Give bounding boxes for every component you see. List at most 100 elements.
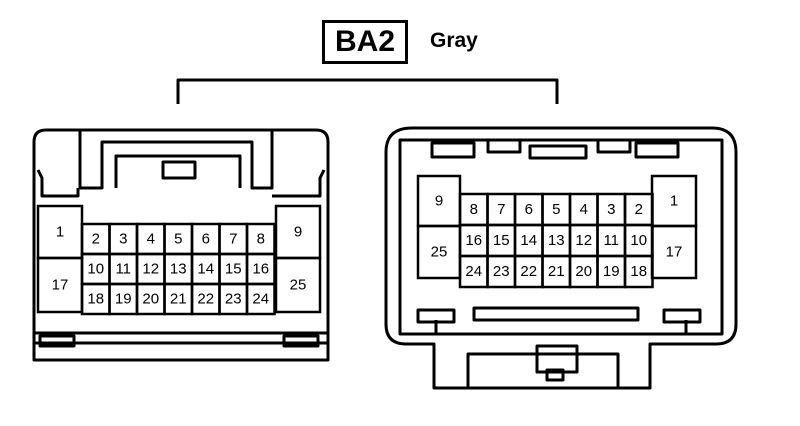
right-pin-13-label: 13 — [548, 232, 565, 249]
right-pin-23-label: 23 — [493, 263, 510, 280]
left-pin-13-label: 13 — [170, 261, 187, 278]
left-pin-16-label: 16 — [252, 261, 269, 278]
left-pin-1-label: 1 — [56, 224, 64, 241]
left-pin-11: 11 — [108, 252, 139, 286]
left-pin-18-label: 18 — [87, 291, 104, 308]
right-pin-8-label: 8 — [470, 201, 478, 218]
left-pin-21-label: 21 — [170, 291, 187, 308]
right-pin-15: 15 — [486, 223, 517, 258]
right-pin-14-label: 14 — [520, 232, 537, 249]
left-pin-23-label: 23 — [225, 291, 242, 308]
left-pin-7-label: 7 — [229, 231, 237, 248]
right-pin-5-label: 5 — [552, 201, 560, 218]
right-pin-1-label: 1 — [670, 193, 678, 210]
left-pin-3: 3 — [108, 222, 139, 256]
left-pin-22-label: 22 — [197, 291, 214, 308]
left-pin-14-label: 14 — [197, 261, 214, 278]
left-pin-18: 18 — [80, 282, 111, 316]
right-pin-1: 1 — [650, 174, 698, 228]
left-pin-25-label: 25 — [290, 277, 307, 294]
left-pin-1: 1 — [36, 204, 84, 260]
right-pin-11-label: 11 — [603, 232, 619, 249]
right-pin-7-label: 7 — [497, 201, 505, 218]
right-pin-18: 18 — [623, 254, 654, 289]
pairing-bracket — [176, 78, 559, 104]
left-pin-5: 5 — [163, 222, 194, 256]
left-pin-23: 23 — [218, 282, 249, 316]
right-pin-5: 5 — [541, 192, 572, 227]
right-pin-24-label: 24 — [465, 263, 482, 280]
left-pin-14: 14 — [190, 252, 221, 286]
right-pin-20-label: 20 — [575, 263, 592, 280]
left-pin-12-label: 12 — [142, 261, 159, 278]
left-pin-13: 13 — [163, 252, 194, 286]
left-pin-19-label: 19 — [115, 291, 132, 308]
left-pin-6: 6 — [190, 222, 221, 256]
left-pin-8: 8 — [245, 222, 276, 256]
right-pin-19: 19 — [596, 254, 627, 289]
right-pin-8: 8 — [458, 192, 489, 227]
left-pin-7: 7 — [218, 222, 249, 256]
left-pin-25: 25 — [274, 256, 322, 314]
right-pin-16-label: 16 — [465, 232, 482, 249]
right-pin-2-label: 2 — [635, 201, 643, 218]
left-pin-10: 10 — [80, 252, 111, 286]
right-pin-25-label: 25 — [431, 244, 448, 261]
left-pin-24-cavity — [245, 282, 276, 316]
right-pin-16: 16 — [458, 223, 489, 258]
left-pin-4-label: 4 — [147, 231, 155, 248]
left-pin-4: 4 — [135, 222, 166, 256]
right-pin-22-label: 22 — [520, 263, 537, 280]
right-pin-12: 12 — [568, 223, 599, 258]
right-pin-3-label: 3 — [607, 201, 615, 218]
left-connector-housing — [32, 128, 330, 362]
left-pin-8-label: 8 — [257, 231, 265, 248]
right-pin-6: 6 — [513, 192, 544, 227]
right-pin-24: 24 — [458, 254, 489, 289]
right-pin-9-label: 9 — [435, 193, 443, 210]
right-pin-23: 23 — [486, 254, 517, 289]
connector-color-label: Gray — [430, 29, 478, 52]
left-pin-2: 2 — [80, 222, 111, 256]
left-pin-20: 20 — [135, 282, 166, 316]
left-pin-17: 17 — [36, 256, 84, 314]
left-connector-pins: 1 17 9 25 2 10 18 3 11 19 4 12 20 5 13 21 6 14 22 7 15 23 8 16 2… — [36, 204, 322, 316]
right-connector-pins: 9 25 1 17 8 16 24 7 15 23 6 14 22 5 13 21 4 12 20 3 11 19 2 10 1… — [416, 174, 698, 289]
right-pin-6-label: 6 — [525, 201, 533, 218]
left-pin-9-label: 9 — [294, 224, 302, 241]
right-pin-10-label: 10 — [630, 232, 647, 249]
left-pin-24-label: 24 — [252, 291, 269, 308]
right-pin-19-label: 19 — [603, 263, 620, 280]
right-connector-housing — [384, 126, 738, 390]
left-pin-22: 22 — [190, 282, 221, 316]
right-pin-4: 4 — [568, 192, 599, 227]
left-pin-12: 12 — [135, 252, 166, 286]
right-pin-18-label: 18 — [630, 263, 647, 280]
left-pin-6-label: 6 — [202, 231, 210, 248]
left-pin-24: 24 — [245, 282, 276, 316]
right-pin-21: 21 — [541, 254, 572, 289]
left-pin-5-label: 5 — [174, 231, 182, 248]
right-pin-13: 13 — [541, 223, 572, 258]
right-pin-7: 7 — [486, 192, 517, 227]
right-pin-21-label: 21 — [548, 263, 565, 280]
right-pin-10: 10 — [623, 223, 654, 258]
connector-code: BA2 — [334, 25, 395, 58]
left-pin-15-label: 15 — [225, 261, 242, 278]
left-pin-16: 16 — [245, 252, 276, 286]
right-pin-17-label: 17 — [666, 244, 683, 261]
left-pin-15: 15 — [218, 252, 249, 286]
left-pin-9: 9 — [274, 204, 322, 260]
right-pin-14: 14 — [513, 223, 544, 258]
left-pin-10-label: 10 — [87, 261, 104, 278]
right-pin-20: 20 — [568, 254, 599, 289]
left-pin-17-label: 17 — [52, 277, 69, 294]
left-pin-19: 19 — [108, 282, 139, 316]
right-pin-17: 17 — [650, 224, 698, 280]
right-pin-4-label: 4 — [580, 201, 588, 218]
left-pin-3-label: 3 — [119, 231, 127, 248]
right-pin-18-cavity — [623, 254, 654, 289]
left-pin-21: 21 — [163, 282, 194, 316]
right-pin-15-label: 15 — [493, 232, 510, 249]
